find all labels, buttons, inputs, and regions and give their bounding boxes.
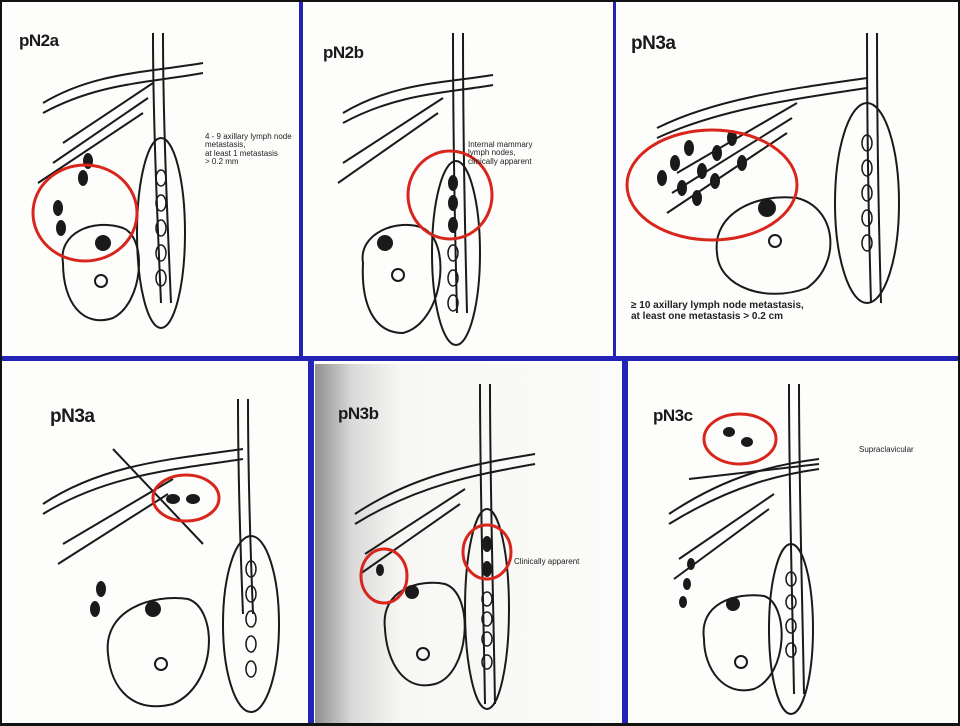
divider	[0, 356, 960, 361]
divider	[613, 0, 616, 358]
anatomy-illustration	[3, 364, 307, 723]
panel-pn3a-bottom: pN3a	[3, 364, 307, 723]
stage-label: pN2b	[323, 43, 364, 63]
panel-pn3a-top: pN3a ≥ 10 axillary lymph node metastasis…	[617, 3, 957, 356]
stage-label: pN3c	[653, 406, 693, 426]
panel-pn3b: pN3b Clinically apparent	[315, 364, 621, 723]
stage-label: pN3b	[338, 404, 379, 424]
divider	[299, 0, 303, 358]
panel-note: Supraclavicular	[859, 446, 914, 454]
divider	[0, 0, 2, 726]
stage-label: pN3a	[631, 33, 675, 55]
divider	[622, 360, 628, 726]
divider	[308, 360, 314, 726]
panel-note: Clinically apparent	[514, 558, 579, 566]
stage-label: pN3a	[50, 406, 94, 428]
highlight-circle	[704, 414, 776, 464]
panel-pn3c: pN3c Supraclavicular	[629, 364, 957, 723]
divider	[0, 0, 960, 2]
stage-label: pN2a	[19, 31, 59, 51]
anatomy-illustration	[3, 3, 299, 353]
panel-note: ≥ 10 axillary lymph node metastasis,at l…	[631, 301, 804, 322]
